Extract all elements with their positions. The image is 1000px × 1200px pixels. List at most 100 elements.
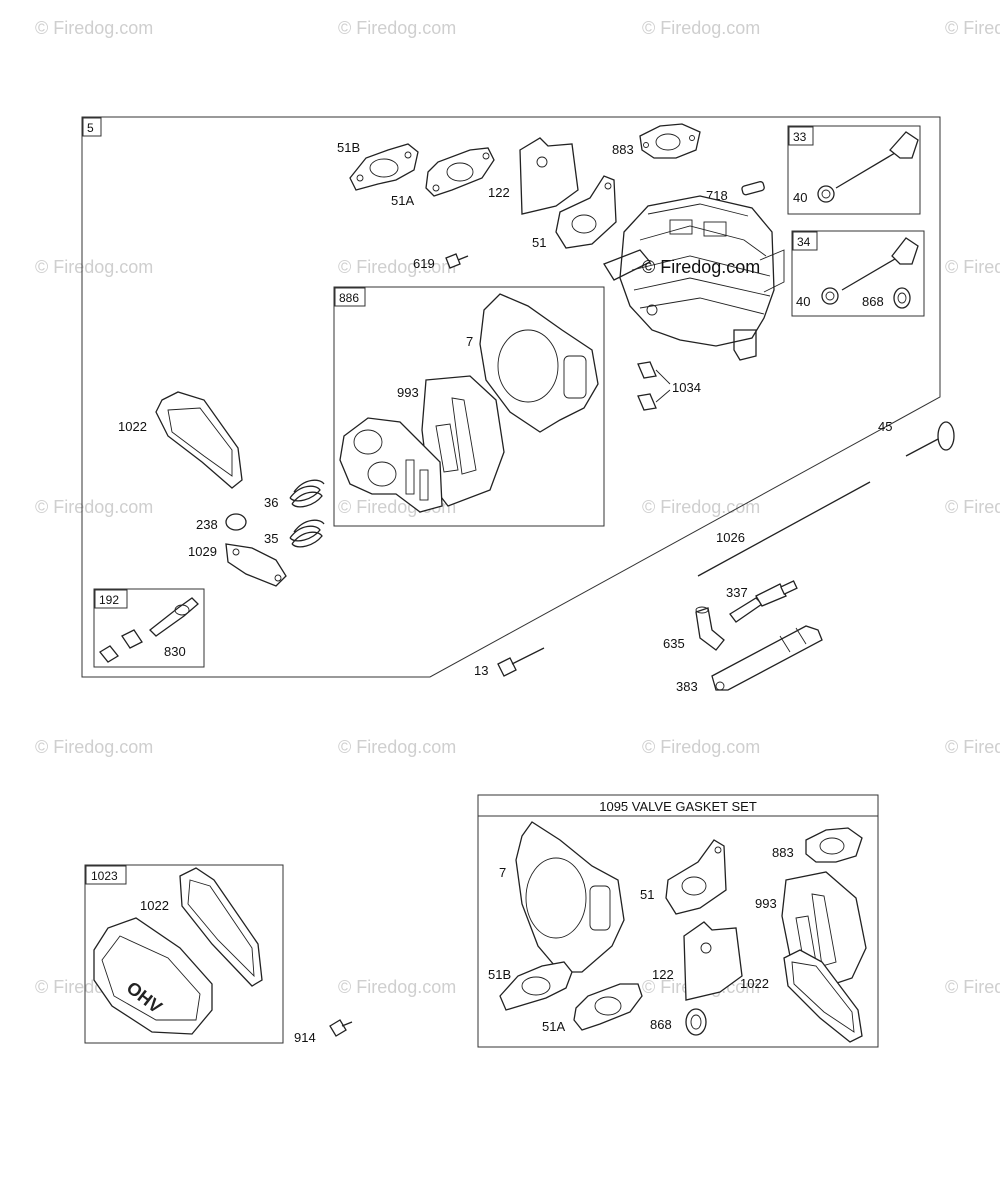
part-45-tappet[interactable] (905, 421, 955, 457)
label-1026: 1026 (716, 530, 745, 545)
assembly-frame-5 (81, 116, 941, 678)
part-192-breather-valve[interactable] (99, 597, 199, 663)
watermark: © Firedog.com (35, 497, 153, 517)
set-part-7-head-gasket[interactable] (515, 821, 625, 973)
label-337: 337 (726, 585, 748, 600)
set-label-51b: 51B (488, 967, 511, 982)
label-914: 914 (294, 1030, 316, 1045)
box-label-frame (792, 231, 818, 251)
label-40a: 40 (793, 190, 807, 205)
valve-cover-box-1023 (84, 864, 284, 1044)
part-883-gasket[interactable] (639, 123, 701, 159)
box-label-33: 33 (793, 130, 807, 144)
part-33-exhaust-valve[interactable] (817, 131, 919, 203)
label-35: 35 (264, 531, 278, 546)
part-886-breather-plate[interactable] (339, 417, 443, 513)
label-51: 51 (532, 235, 546, 250)
set-label-993: 993 (755, 896, 777, 911)
part-122-plate[interactable] (519, 137, 579, 215)
part-7-head-gasket[interactable] (479, 293, 599, 433)
part-51-gasket[interactable] (555, 175, 617, 249)
center-watermark: © Firedog.com (642, 257, 760, 277)
set-label-1022: 1022 (740, 976, 769, 991)
set-part-51a-gasket[interactable] (573, 983, 643, 1031)
label-830: 830 (164, 644, 186, 659)
watermarks: © Firedog.com © Firedog.com © Firedog.co… (35, 18, 1000, 997)
part-1029-plate[interactable] (225, 543, 287, 587)
label-40b: 40 (796, 294, 810, 309)
valve-box-33 (787, 125, 921, 215)
set-part-51b-gasket[interactable] (499, 961, 573, 1011)
part-51b-gasket[interactable] (349, 143, 419, 191)
part-1022-cover-gasket[interactable] (179, 867, 263, 987)
watermark: © Firedog.com (35, 737, 153, 757)
gasket-set-title: 1095 VALVE GASKET SET (599, 799, 757, 814)
part-cylinder-head[interactable] (603, 195, 785, 361)
watermark: © Firedog.com (945, 737, 1000, 757)
part-718-pin[interactable] (741, 181, 765, 196)
box-label-5: 5 (87, 121, 94, 135)
part-34-intake-valve[interactable] (821, 237, 919, 309)
part-619-screw[interactable] (445, 253, 469, 269)
set-label-7: 7 (499, 865, 506, 880)
part-337-spark-plug[interactable] (729, 580, 798, 623)
label-36: 36 (264, 495, 278, 510)
box-label-192: 192 (99, 593, 119, 607)
box-label-frame (82, 117, 102, 137)
set-part-1022-gasket[interactable] (783, 949, 863, 1043)
box-label-frame (788, 126, 814, 146)
part-238-plug[interactable] (225, 513, 247, 531)
set-part-122-plate[interactable] (683, 921, 743, 1001)
part-13-bolt[interactable] (497, 647, 545, 677)
watermark: © Firedog.com (35, 257, 153, 277)
set-label-122: 122 (652, 967, 674, 982)
part-51a-gasket[interactable] (425, 147, 495, 197)
part-1034-clip[interactable] (637, 361, 671, 411)
valve-gasket-set-box (477, 794, 879, 1048)
label-238: 238 (196, 517, 218, 532)
part-914-screw[interactable] (329, 1019, 353, 1037)
label-883: 883 (612, 142, 634, 157)
part-1026-push-rod[interactable] (697, 481, 871, 577)
part-35-valve-spring[interactable] (289, 519, 325, 548)
label-51a: 51A (391, 193, 414, 208)
watermark: © Firedog.com (35, 18, 153, 38)
label-635: 635 (663, 636, 685, 651)
label-619: 619 (413, 256, 435, 271)
part-36-valve-spring[interactable] (289, 479, 325, 508)
set-label-51a: 51A (542, 1019, 565, 1034)
watermark: © Firedog.com (338, 257, 456, 277)
label-51b: 51B (337, 140, 360, 155)
label-993: 993 (397, 385, 419, 400)
box-label-frame (94, 589, 128, 609)
set-label-883: 883 (772, 845, 794, 860)
set-part-868-seal[interactable] (685, 1008, 707, 1036)
part-1022-cover-gasket[interactable] (155, 391, 243, 489)
label-383: 383 (676, 679, 698, 694)
label-1029: 1029 (188, 544, 217, 559)
box-label-886: 886 (339, 291, 359, 305)
label-1034: 1034 (672, 380, 701, 395)
set-part-51-gasket[interactable] (665, 839, 727, 915)
label-45: 45 (878, 419, 892, 434)
watermark: © Firedog.com (945, 257, 1000, 277)
part-383-breather-tube[interactable] (711, 625, 823, 691)
label-13: 13 (474, 663, 488, 678)
set-label-868: 868 (650, 1017, 672, 1032)
watermark: © Firedog.com (945, 497, 1000, 517)
part-635-elbow[interactable] (695, 606, 725, 651)
gasket-kit-box-886 (333, 286, 605, 527)
watermark: © Firedog.com (338, 18, 456, 38)
watermark: © Firedog.com (642, 497, 760, 517)
set-label-51: 51 (640, 887, 654, 902)
box-label-frame (334, 287, 366, 307)
watermark: © Firedog.com (338, 977, 456, 997)
set-part-883-gasket[interactable] (805, 827, 863, 863)
watermark: © Firedog.com (642, 737, 760, 757)
part-1023-valve-cover[interactable]: OHV (93, 917, 213, 1035)
watermark: © Firedog.com (642, 18, 760, 38)
label-122: 122 (488, 185, 510, 200)
watermark: © Firedog.com (945, 18, 1000, 38)
box-label-frame (85, 865, 127, 885)
